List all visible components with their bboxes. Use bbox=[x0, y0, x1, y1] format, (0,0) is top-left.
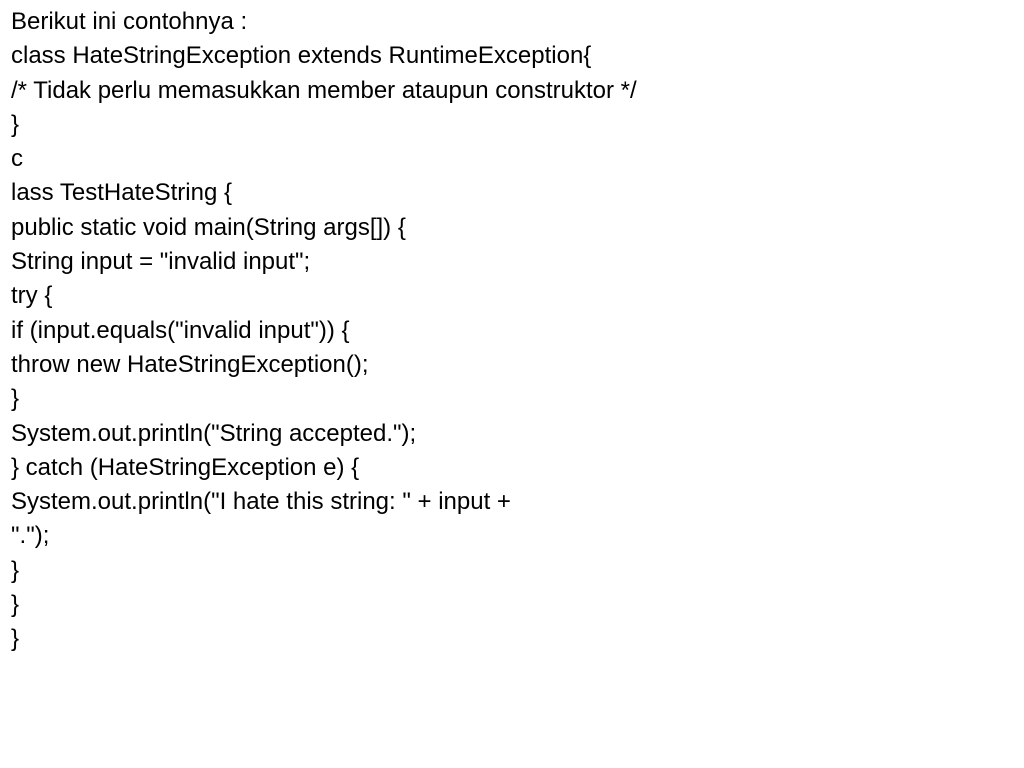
code-line: } bbox=[11, 625, 20, 653]
code-line: "."); bbox=[11, 522, 50, 550]
code-line: c bbox=[11, 145, 23, 173]
code-line: } bbox=[11, 110, 20, 138]
code-line: lass TestHateString { bbox=[11, 179, 233, 207]
code-line: System.out.println("String accepted."); bbox=[11, 419, 417, 447]
code-line: } bbox=[11, 591, 20, 619]
code-line: public static void main(String args[]) { bbox=[11, 213, 406, 241]
code-line: } catch (HateStringException e) { bbox=[11, 453, 360, 481]
code-line: System.out.println("I hate this string: … bbox=[11, 488, 511, 516]
code-line: try { bbox=[11, 282, 53, 310]
code-line: throw new HateStringException(); bbox=[11, 350, 369, 378]
code-line: } bbox=[11, 385, 20, 413]
intro-line: Berikut ini contohnya : bbox=[11, 8, 248, 35]
code-text-block: Berikut ini contohnya : class HateString… bbox=[11, 5, 637, 657]
code-line: class HateStringException extends Runtim… bbox=[11, 42, 592, 70]
code-comment-line: /* Tidak perlu memasukkan member ataupun… bbox=[11, 76, 637, 104]
code-line: String input = "invalid input"; bbox=[11, 248, 311, 276]
code-line: } bbox=[11, 556, 20, 584]
code-line: if (input.equals("invalid input")) { bbox=[11, 316, 350, 344]
